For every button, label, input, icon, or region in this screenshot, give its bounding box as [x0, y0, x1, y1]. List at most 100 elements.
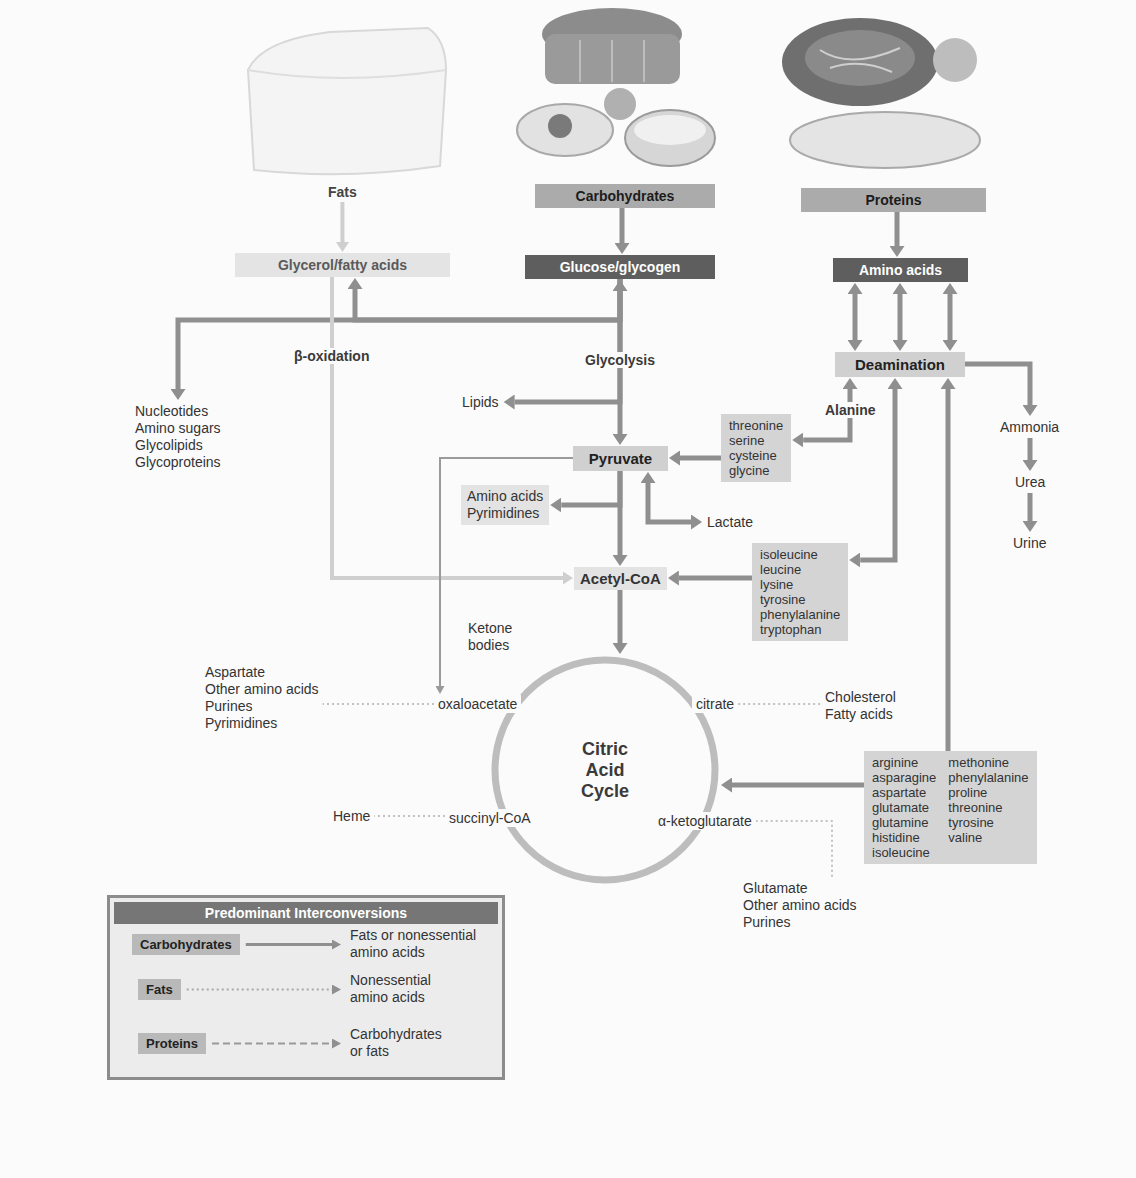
node-text: methonine phenylalanine proline threonin…: [948, 755, 1028, 860]
bread-loaf: [545, 34, 680, 84]
flow-arrow: [332, 277, 563, 578]
text-line: Amino sugars: [135, 420, 221, 437]
product-label: Lactate: [703, 512, 757, 533]
node-text: Heme: [333, 808, 370, 825]
nutrient-box: Glycerol/fatty acids: [235, 253, 450, 277]
node-text: Lactate: [707, 514, 753, 531]
node-text: Predominant Interconversions: [114, 902, 498, 924]
legend-sample: [212, 1043, 332, 1045]
node-text: oxaloacetate: [438, 696, 517, 712]
plate: [517, 104, 613, 156]
text-line: Other amino acids: [743, 897, 857, 914]
product-list: Glutamate Other amino acids Purines: [739, 878, 861, 933]
node-text: Amino acids: [843, 262, 958, 278]
node-text: Carbohydrates: [140, 937, 232, 952]
flow-arrow: [679, 576, 752, 581]
text-line: glycine: [729, 463, 783, 478]
flow-arrow: [440, 458, 573, 686]
text-line: or fats: [350, 1043, 442, 1060]
pathway-label: Alanine: [822, 402, 879, 418]
waste-label: Ammonia: [996, 417, 1063, 438]
node-text: Cholesterol Fatty acids: [825, 689, 896, 723]
text-line: Pyrimidines: [467, 505, 543, 522]
flow-arrow: [895, 212, 900, 246]
flow-arrow: [620, 208, 625, 243]
text-line: Nonessential: [350, 972, 431, 989]
text-line: aspartate: [872, 785, 936, 800]
legend-text: Carbohydrates or fats: [350, 1026, 442, 1060]
text-line: leucine: [760, 562, 840, 577]
cycle-intermediate: succinyl-CoA: [445, 809, 535, 827]
flow-arrow: [618, 590, 623, 643]
text-line: Glycoproteins: [135, 454, 221, 471]
text-line: Cycle: [581, 781, 629, 802]
text-line: tyrosine: [760, 592, 840, 607]
flow-arrow: [648, 483, 691, 522]
text-line: Purines: [205, 698, 319, 715]
node-text: Ammonia: [1000, 419, 1059, 436]
node-text: Aspartate Other amino acids Purines Pyri…: [205, 664, 319, 732]
vegetable: [548, 114, 572, 138]
node-text: Citric Acid Cycle: [581, 739, 629, 802]
legend-sample: [187, 989, 332, 991]
flow-arrow: [355, 279, 620, 320]
cycle-circle: Citric Acid Cycle: [490, 655, 720, 885]
food-band: Proteins: [801, 188, 986, 212]
node-text: succinyl-CoA: [449, 810, 531, 826]
text-line: bodies: [468, 637, 512, 654]
node-text: Pyruvate: [583, 450, 658, 467]
cycle-intermediate: α-ketoglutarate: [654, 812, 756, 830]
text-line: Cholesterol: [825, 689, 896, 706]
legend-key: Carbohydrates: [132, 934, 240, 955]
text-line: threonine: [948, 800, 1028, 815]
text-line: valine: [948, 830, 1028, 845]
nutrient-box: Glucose/glycogen: [525, 255, 715, 279]
text-line: Purines: [743, 914, 857, 931]
rice: [634, 115, 706, 145]
flow-arrow: [680, 456, 721, 461]
metabolite-box: Pyruvate: [573, 446, 668, 471]
bowl: [625, 110, 715, 166]
text-line: Aspartate: [205, 664, 319, 681]
flow-arrow: [853, 294, 858, 340]
text-line: Nucleotides: [135, 403, 221, 420]
text-line: Glycolipids: [135, 437, 221, 454]
carbohydrates-picture: [517, 8, 715, 166]
node-text: Fats: [146, 982, 173, 997]
flow-arrow: [738, 703, 821, 705]
text-line: cysteine: [729, 448, 783, 463]
fish-fillet: [790, 112, 980, 168]
node-text: Lipids: [462, 394, 499, 411]
text-line: Other amino acids: [205, 681, 319, 698]
legend-sample: [246, 943, 332, 946]
product-label: Lipids: [458, 392, 503, 413]
amino-acid-list: arginine asparagine aspartate glutamate …: [864, 751, 1037, 864]
proteins-picture: [782, 18, 980, 168]
text-line: Acid: [581, 760, 629, 781]
flow-arrow: [965, 364, 1030, 405]
flow-arrow: [561, 471, 620, 505]
node-text: Urea: [1015, 474, 1045, 491]
amino-acid-list: isoleucine leucine lysine tyrosine pheny…: [752, 543, 848, 641]
text-line: glutamate: [872, 800, 936, 815]
node-text: Glycerol/fatty acids: [245, 257, 440, 273]
cycle-intermediate: citrate: [692, 695, 738, 713]
fats-picture: [248, 28, 446, 174]
legend-key: Fats: [138, 979, 181, 1000]
cycle-intermediate: oxaloacetate: [434, 695, 521, 713]
flow-arrow: [323, 703, 434, 705]
text-line: amino acids: [350, 989, 431, 1006]
text-line: Fats or nonessential: [350, 927, 476, 944]
text-line: Amino acids: [467, 488, 543, 505]
node-text: Amino acids Pyrimidines: [467, 488, 543, 522]
text-line: tryptophan: [760, 622, 840, 637]
text-line: phenylalanine: [948, 770, 1028, 785]
amino-acid-list: threonine serine cysteine glycine: [721, 414, 791, 482]
text-line: lysine: [760, 577, 840, 592]
legend-text: Nonessential amino acids: [350, 972, 431, 1006]
food-label: Fats: [324, 182, 361, 202]
node-text: Urine: [1013, 535, 1046, 552]
metabolite-box: Acetyl-CoA: [574, 567, 667, 590]
node-text: Acetyl-CoA: [580, 570, 661, 587]
